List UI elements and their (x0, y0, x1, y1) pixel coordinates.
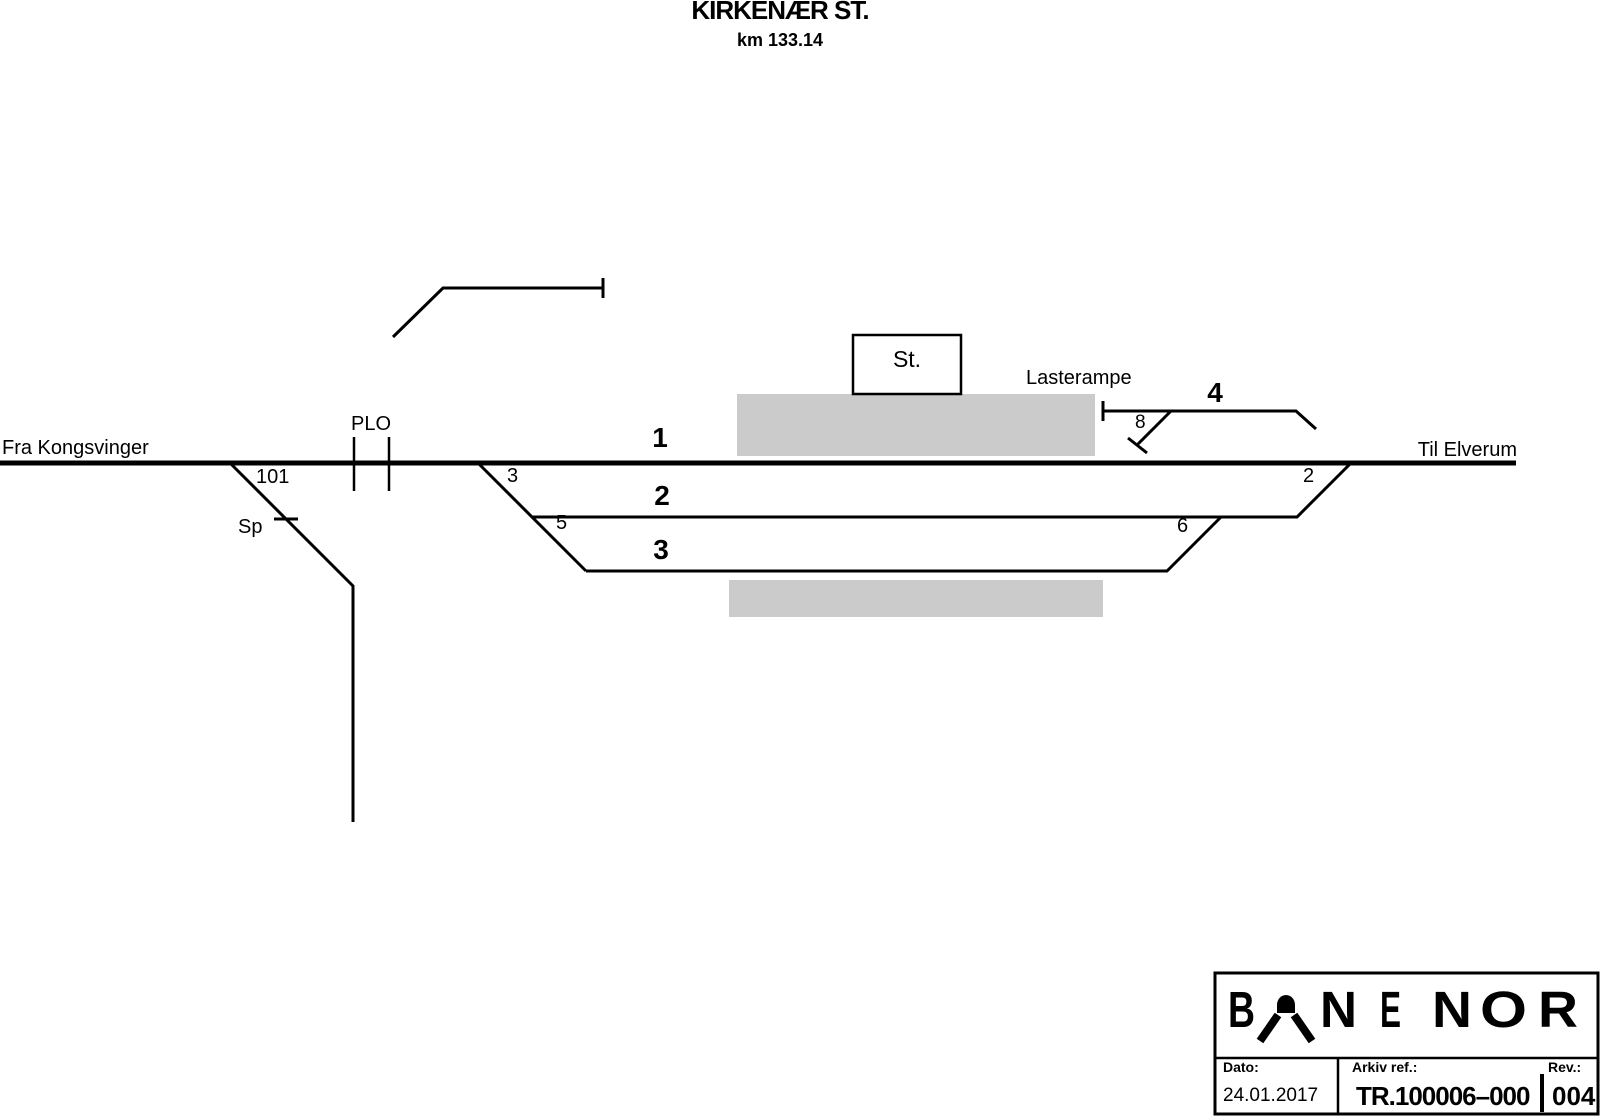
station-building-box (851, 333, 963, 396)
bane-nor-logo: B N E N O R (1228, 981, 1578, 1044)
logo-track-legs-icon (1256, 1012, 1316, 1044)
track-4-line (1103, 409, 1318, 431)
logo-letter-e: E (1380, 981, 1401, 1038)
page-title: KIRKENÆR ST. (691, 0, 869, 25)
archive-ref-label: Arkiv ref.: (1352, 1059, 1418, 1075)
track-2-number: 2 (654, 480, 670, 511)
lasterampe-label: Lasterampe (1026, 367, 1132, 389)
track-2-line (532, 461, 1353, 519)
switch-8-number: 8 (1135, 412, 1146, 433)
logo-letter-n2: N (1432, 981, 1472, 1038)
upper-left-spur-line (391, 286, 603, 339)
switch-3-number: 3 (507, 465, 519, 487)
logo-letter-n1: N (1320, 981, 1357, 1038)
page-subtitle-km: km 133.14 (736, 30, 824, 50)
sidetrack-101-line (228, 461, 355, 822)
track-4-number: 4 (1207, 377, 1223, 408)
date-label: Dato: (1223, 1059, 1259, 1075)
switch-2-number: 2 (1303, 465, 1315, 487)
revision-value: 004 (1552, 1081, 1596, 1111)
plo-label: PLO (350, 413, 392, 435)
revision-label: Rev.: (1548, 1059, 1582, 1075)
lower-platform-rect (729, 580, 1103, 617)
direction-to-label: Til Elverum (1417, 439, 1517, 461)
logo-letter-r: R (1538, 981, 1578, 1038)
logo-letter-o: O (1480, 981, 1527, 1038)
switch-8-spur-line (1135, 409, 1173, 447)
track-3-number: 3 (653, 534, 669, 565)
station-building-label: St. (892, 346, 922, 372)
switch-5-number: 5 (556, 512, 568, 534)
upper-platform-rect (737, 394, 1095, 456)
switch-101-number: 101 (256, 466, 290, 488)
track-1-number: 1 (652, 422, 668, 453)
switch-6-number: 6 (1177, 515, 1189, 537)
logo-tunnel-dome-icon (1277, 995, 1295, 1013)
sp-label: Sp (238, 516, 263, 538)
date-value: 24.01.2017 (1223, 1085, 1319, 1106)
title-block-frame (1213, 971, 1600, 1116)
switch-8-derail-tick (1127, 436, 1148, 455)
archive-ref-value: TR.100006–000 (1356, 1081, 1530, 1111)
logo-letter-b: B (1228, 981, 1255, 1038)
track-3-line (586, 515, 1223, 573)
direction-from-label: Fra Kongsvinger (2, 437, 149, 459)
